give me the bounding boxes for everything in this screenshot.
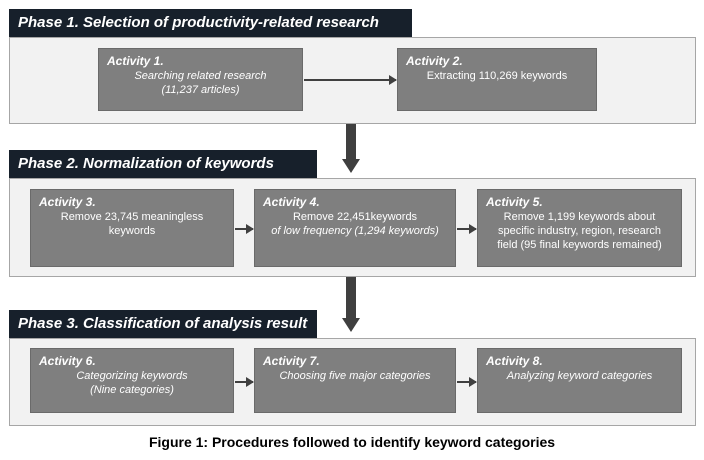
activity-2-line-1: Extracting 110,269 keywords [426,70,568,82]
activity-3-line-1: Remove 23,745 meaningless [60,211,204,223]
phase-1-to-2-arrow [342,124,360,173]
activity-1-box: Activity 1. Searching related research (… [98,48,303,111]
activity-4-title: Activity 4. [263,195,320,209]
activity-6-title: Activity 6. [39,354,96,368]
activity-1-line-1: Searching related research [134,70,267,82]
phase-1-title: Phase 1. Selection of productivity-relat… [9,9,412,37]
activity-6-box: Activity 6. Categorizing keywords (Nine … [30,348,234,413]
arrow-3-to-4 [235,224,254,234]
activity-2-title: Activity 2. [406,54,463,68]
activity-3-box: Activity 3. Remove 23,745 meaningless ke… [30,189,234,267]
activity-6-line-1: Categorizing keywords [76,370,188,382]
activity-3-line-2: keywords [108,225,156,237]
activity-1-line-2: (11,237 articles) [161,84,240,96]
activity-7-title: Activity 7. [263,354,320,368]
activity-8-box: Activity 8. Analyzing keyword categories [477,348,682,413]
activity-7-line-1: Choosing five major categories [279,370,431,382]
activity-7-box: Activity 7. Choosing five major categori… [254,348,456,413]
activity-5-title: Activity 5. [486,195,543,209]
figure-caption: Figure 1: Procedures followed to identif… [148,434,556,450]
activity-5-line-2: specific industry, region, research [497,225,662,237]
arrow-7-to-8 [457,377,477,387]
activity-5-line-3: field (95 final keywords remained) [497,239,662,251]
phase-2-to-3-arrow [342,277,360,332]
phase-2-title: Phase 2. Normalization of keywords [9,150,317,178]
activity-5-line-1: Remove 1,199 keywords about [503,211,656,223]
activity-6-line-2: (Nine categories) [90,384,174,396]
arrow-6-to-7 [235,377,254,387]
phase-3-title: Phase 3. Classification of analysis resu… [9,310,317,338]
activity-5-box: Activity 5. Remove 1,199 keywords about … [477,189,682,267]
activity-3-title: Activity 3. [39,195,96,209]
arrow-1-to-2 [304,75,397,85]
activity-8-line-1: Analyzing keyword categories [506,370,653,382]
activity-1-title: Activity 1. [107,54,164,68]
activity-4-box: Activity 4. Remove 22,451keywords of low… [254,189,456,267]
activity-8-title: Activity 8. [486,354,543,368]
activity-4-line-1: Remove 22,451keywords [292,211,418,223]
activity-4-line-2: of low frequency (1,294 keywords) [271,225,439,237]
arrow-4-to-5 [457,224,477,234]
activity-2-box: Activity 2. Extracting 110,269 keywords [397,48,597,111]
